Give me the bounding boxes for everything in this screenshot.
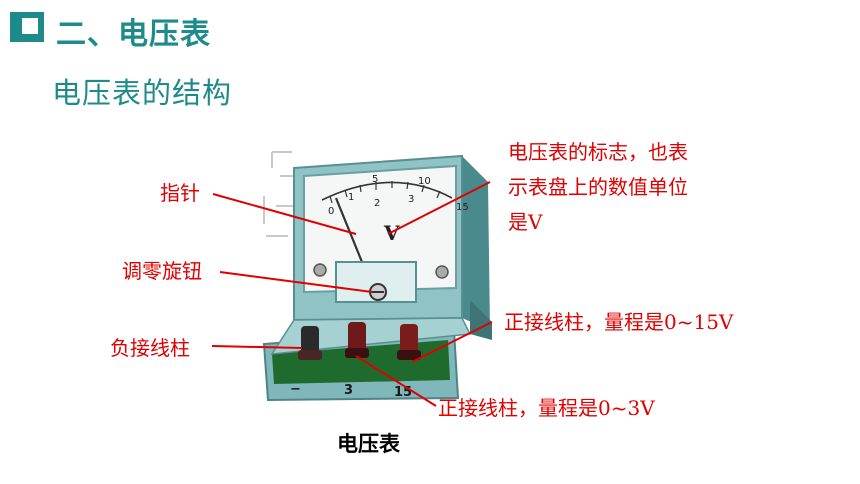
terminal-3v-icon — [345, 322, 369, 358]
label-negative-terminal: 负接线柱 — [110, 336, 190, 360]
scale-mark-15: 15 — [456, 202, 469, 213]
label-positive-3v: 正接线柱，量程是0~3V — [438, 396, 655, 420]
meter-side-panel — [462, 156, 490, 330]
base-mark-3: 3 — [344, 383, 353, 398]
scale-mark-5: 5 — [372, 174, 378, 185]
screw-icon — [435, 265, 449, 279]
label-symbol-line2: 示表盘上的数值单位 — [508, 175, 688, 199]
scale-mark-1: 1 — [348, 192, 354, 203]
scale-mark-2: 2 — [374, 198, 380, 209]
section-subtitle: 电压表的结构 — [52, 76, 233, 110]
background-sketch — [263, 151, 301, 246]
leader-lines — [211, 181, 493, 407]
terminal-negative-icon — [298, 326, 322, 360]
scale-mark-3: 3 — [408, 194, 414, 205]
dial-face — [303, 164, 457, 294]
figure-caption: 电压表 — [337, 432, 400, 456]
section-title: 二、电压表 — [56, 17, 211, 52]
scale-mark-10: 10 — [418, 176, 431, 187]
pointer-needle — [334, 197, 364, 263]
scale-mark-0: 0 — [328, 206, 334, 217]
base-mark-negative: − — [290, 382, 301, 397]
label-positive-15v: 正接线柱，量程是0~15V — [504, 310, 734, 334]
label-symbol-line1: 电压表的标志，也表 — [508, 140, 688, 164]
scale-ticks — [329, 181, 441, 204]
base-mark-15: 15 — [394, 385, 412, 400]
scale-arc — [321, 181, 453, 201]
title-marker-inner — [22, 18, 38, 34]
label-symbol-line3: 是V — [508, 210, 543, 234]
label-zero-knob: 调零旋钮 — [122, 259, 202, 283]
label-pointer: 指针 — [160, 181, 200, 205]
terminal-15v-icon — [397, 324, 421, 360]
screw-icon — [313, 263, 327, 277]
